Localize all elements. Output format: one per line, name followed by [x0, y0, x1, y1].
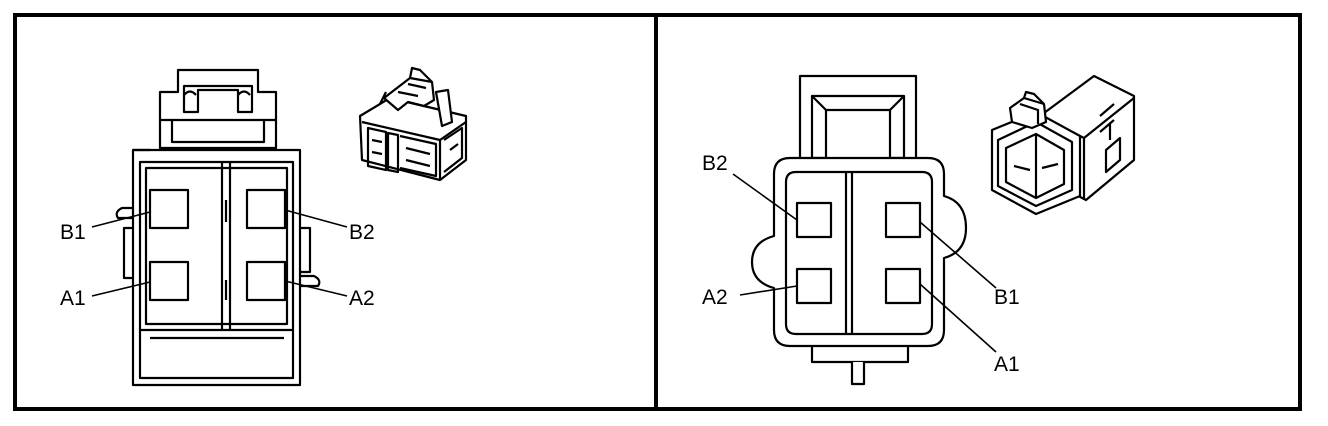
right-cavity-b2 [795, 201, 833, 239]
leader-right-a2 [739, 285, 798, 296]
left-connector-face-view [115, 68, 321, 387]
leader-right-b2 [732, 173, 798, 221]
left-cavity-a2 [245, 260, 287, 302]
pin-label-left-a1: A1 [60, 287, 86, 310]
left-cavity-b2 [245, 188, 287, 230]
pin-label-left-b1: B1 [60, 221, 86, 244]
right-connector-isometric-view [990, 74, 1136, 216]
pin-label-right-a2: A2 [702, 286, 728, 309]
pin-label-left-a2: A2 [349, 287, 375, 310]
leader-left-a2 [284, 280, 348, 297]
pin-label-right-b1: B1 [994, 286, 1020, 309]
leader-left-b2 [284, 209, 348, 228]
leader-right-b1 [919, 221, 997, 289]
leader-right-a1 [919, 283, 997, 353]
right-connector-face-view [750, 74, 968, 386]
right-cavity-a2 [795, 267, 833, 305]
right-panel: B2 A2 B1 A1 [702, 74, 1136, 386]
left-cavity-b1 [148, 188, 190, 230]
right-cavity-a1 [884, 267, 922, 305]
right-cavity-b1 [884, 201, 922, 239]
left-panel: B1 A1 B2 A2 [60, 66, 468, 387]
pin-label-right-b2: B2 [702, 152, 728, 175]
pin-label-left-b2: B2 [349, 221, 375, 244]
left-connector-isometric-view [358, 66, 468, 182]
pin-label-right-a1: A1 [994, 353, 1020, 376]
leader-left-a1 [91, 281, 151, 297]
leader-left-b1 [91, 211, 151, 228]
left-cavity-a1 [148, 260, 190, 302]
